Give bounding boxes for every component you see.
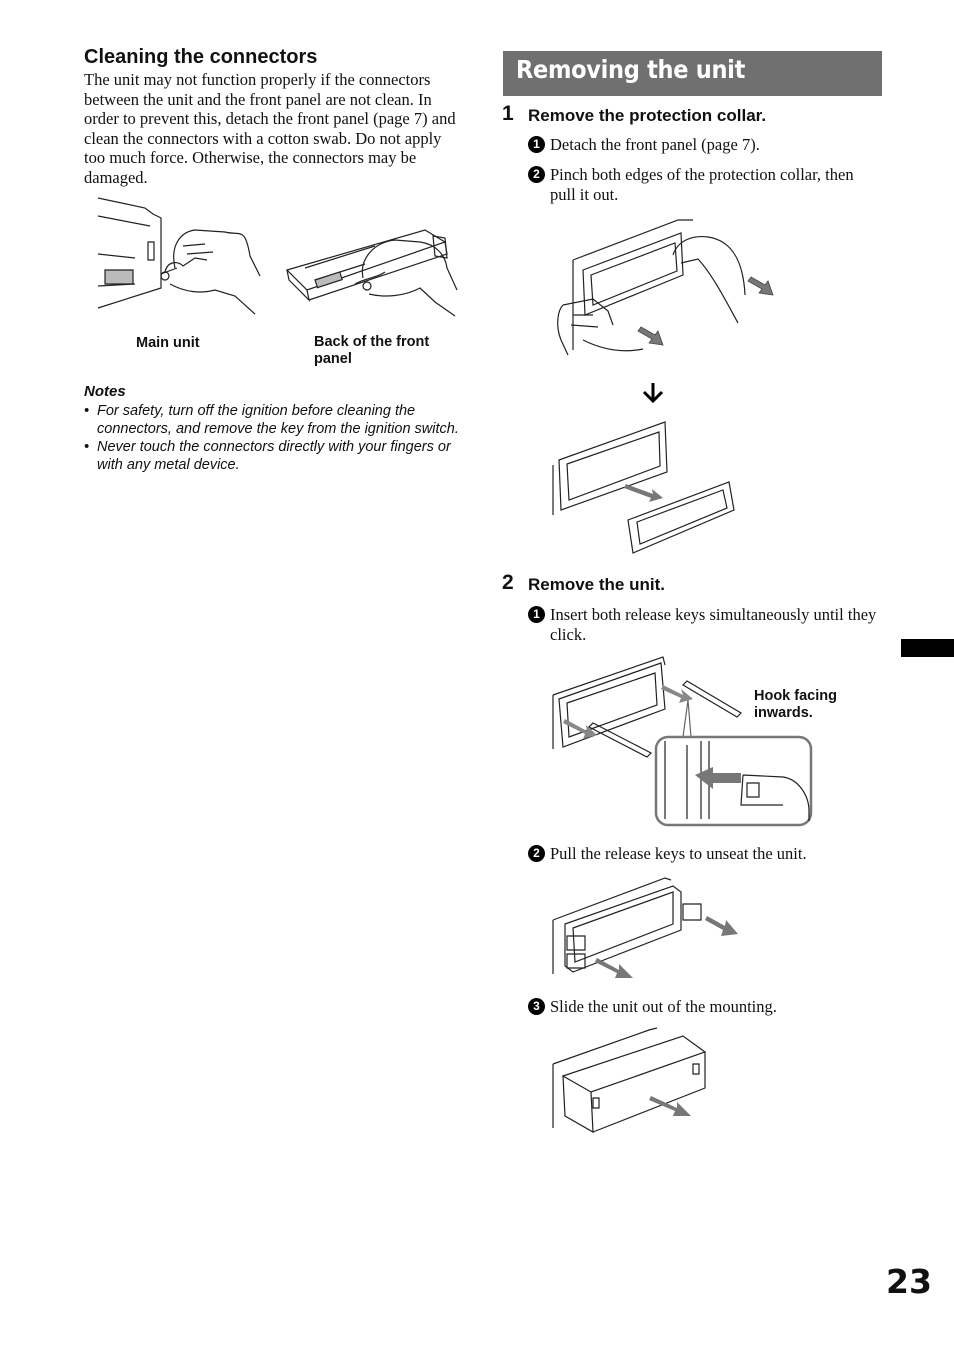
figure-label-main-unit: Main unit xyxy=(136,335,200,351)
substep-text: Pinch both edges of the protection colla… xyxy=(550,165,854,204)
substep: 2 Pull the release keys to unseat the un… xyxy=(528,844,878,864)
notes-title: Notes xyxy=(84,383,126,400)
illustration-insert-keys xyxy=(553,655,813,827)
cleaning-paragraph: The unit may not function properly if th… xyxy=(84,70,456,187)
substep-number: 3 xyxy=(528,998,545,1015)
note-item: • For safety, turn off the ignition befo… xyxy=(84,402,469,438)
substep-text: Pull the release keys to unseat the unit… xyxy=(550,844,807,863)
illustration-main-unit xyxy=(95,196,260,316)
chapter-tab-marker xyxy=(901,639,954,657)
figure-label-front-panel: Back of the front panel xyxy=(314,334,430,367)
page-number: 23 xyxy=(886,1262,932,1301)
illustration-slide-unit xyxy=(553,1024,713,1134)
bullet: • xyxy=(84,403,90,419)
substep: 3 Slide the unit out of the mounting. xyxy=(528,997,878,1017)
banner-title: Removing the unit xyxy=(516,55,746,84)
note-item: • Never touch the connectors directly wi… xyxy=(84,438,469,474)
substep: 1 Detach the front panel (page 7). xyxy=(528,135,878,155)
substep-text: Slide the unit out of the mounting. xyxy=(550,997,777,1016)
substep: 2 Pinch both edges of the protection col… xyxy=(528,165,878,204)
substep: 1 Insert both release keys simultaneousl… xyxy=(528,605,878,644)
arrow-down-icon xyxy=(641,382,665,404)
illustration-pinch-collar xyxy=(553,215,778,370)
illustration-collar-removed xyxy=(553,420,738,557)
illustration-front-panel-back xyxy=(285,228,460,318)
bullet: • xyxy=(84,439,90,455)
section-heading-cleaning: Cleaning the connectors xyxy=(84,46,318,68)
step-number: 1 xyxy=(502,102,514,125)
step-title: Remove the unit. xyxy=(528,575,665,594)
substep-number: 1 xyxy=(528,136,545,153)
section-banner: Removing the unit xyxy=(503,51,882,96)
step-number: 2 xyxy=(502,571,514,594)
substep-number: 2 xyxy=(528,166,545,183)
substep-text: Insert both release keys simultaneously … xyxy=(550,605,877,644)
substep-text: Detach the front panel (page 7). xyxy=(550,135,760,154)
note-text: Never touch the connectors directly with… xyxy=(97,439,451,473)
substep-number: 2 xyxy=(528,845,545,862)
illustration-pull-keys xyxy=(553,874,738,978)
substep-number: 1 xyxy=(528,606,545,623)
hook-label: Hook facing inwards. xyxy=(754,688,837,721)
step-title: Remove the protection collar. xyxy=(528,106,767,125)
note-text: For safety, turn off the ignition before… xyxy=(97,403,459,437)
notes-list: • For safety, turn off the ignition befo… xyxy=(84,402,469,474)
